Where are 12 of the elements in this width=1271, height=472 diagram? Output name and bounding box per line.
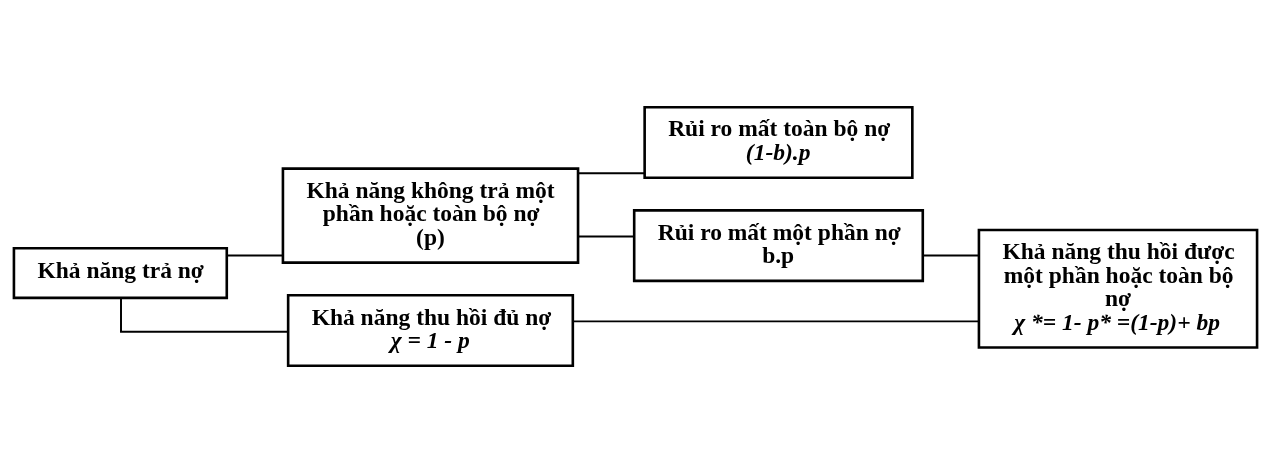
connector bbox=[120, 296, 289, 333]
connector bbox=[577, 171, 646, 174]
node-box: Rủi ro mất toàn bộ nợ (1-b).p bbox=[643, 105, 914, 179]
connector bbox=[571, 319, 980, 322]
node-box: Rủi ro mất một phần nợ b.p bbox=[632, 208, 925, 282]
connector bbox=[577, 235, 635, 237]
node-box: Khả năng thu hồi đủ nợ χ = 1 - p bbox=[286, 293, 575, 367]
node-box: Khả năng trả nợ bbox=[12, 246, 229, 299]
node-box: Khả năng thu hồi được một phần hoặc toàn bộ nợ χ *= 1- p* =(1-p)+ bp bbox=[977, 228, 1259, 349]
connector bbox=[922, 253, 980, 256]
connector bbox=[226, 253, 284, 256]
node-box: Khả năng không trả một phần hoặc toàn bộ nợ (p) bbox=[281, 166, 580, 264]
